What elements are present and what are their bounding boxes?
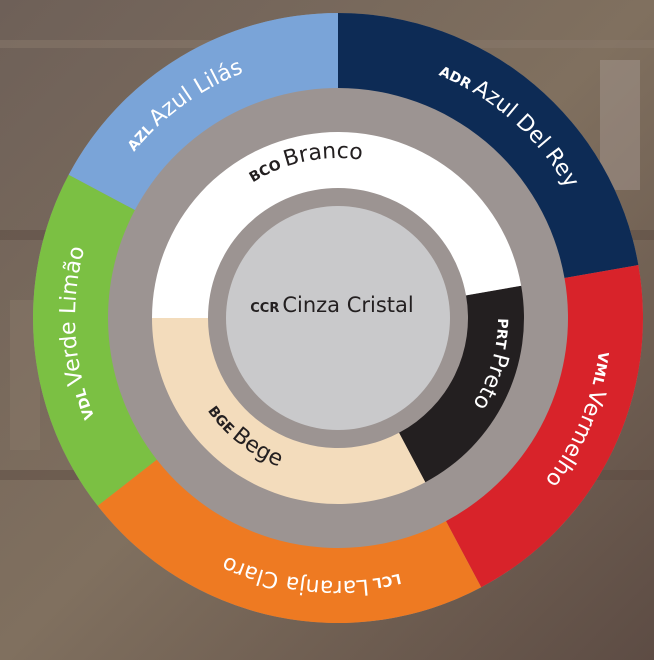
center-disc-cinza-cristal [226,206,450,430]
outer-code-laranja-claro: LCL [372,570,403,591]
outer-segment-vermelho [445,265,643,588]
outer-segment-laranja-claro [97,459,482,624]
inner-code-preto: PRT [491,318,510,350]
outer-segment-azul-lilas [68,13,338,211]
outer-segment-azul-del-rey [338,13,639,279]
center-code: CCR [250,301,279,316]
center-name: Cinza Cristal [282,293,413,317]
inner-segment-bege [152,318,426,505]
inner-segment-preto [399,285,524,483]
inner-segment-branco [152,131,522,318]
outer-segment-verde-limao [32,174,157,506]
